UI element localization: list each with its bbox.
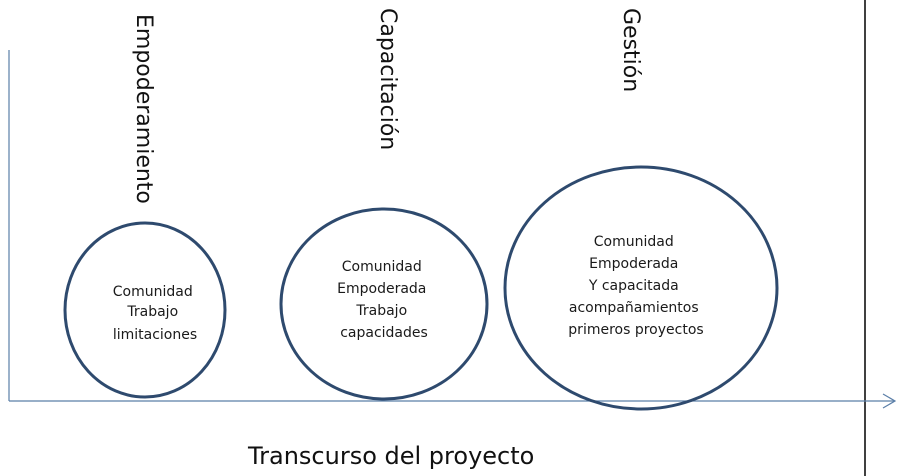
stage-line: Comunidad xyxy=(342,259,422,275)
stage-label-capacitacion: Capacitación xyxy=(375,8,400,150)
stage-line: acompañamientos xyxy=(569,300,699,316)
stage-line: capacidades xyxy=(340,325,428,341)
stage-line: Comunidad xyxy=(594,234,674,250)
stage-label-gestion: Gestión xyxy=(618,8,643,92)
stage-circle-empoderamiento xyxy=(63,221,227,399)
stage-line: Trabajo xyxy=(126,304,178,320)
stage-text-gestion: Comunidad Empoderada Y capacitada acompa… xyxy=(568,234,703,338)
stage-line: Comunidad xyxy=(113,284,193,300)
stage-line: Y capacitada xyxy=(588,278,679,294)
stage-line: Empoderada xyxy=(589,256,678,272)
stage-gestion: Gestión Comunidad Empoderada Y capacitad… xyxy=(503,8,779,411)
stage-circle-capacitacion xyxy=(279,207,489,401)
stage-line: limitaciones xyxy=(113,327,197,343)
stage-text-capacitacion: Comunidad Empoderada Trabajo capacidades xyxy=(337,259,431,341)
stage-text-empoderamiento: Comunidad Trabajo limitaciones xyxy=(113,284,197,343)
stage-line: primeros proyectos xyxy=(568,322,703,338)
stage-empoderamiento: Empoderamiento Comunidad Trabajo limitac… xyxy=(63,14,227,399)
x-axis-label: Transcurso del proyecto xyxy=(247,442,534,470)
stage-circle-gestion xyxy=(503,165,779,411)
stage-line: Empoderada xyxy=(337,281,426,297)
stage-label-empoderamiento: Empoderamiento xyxy=(131,14,156,204)
x-axis-arrowhead xyxy=(882,393,897,409)
stage-capacitacion: Capacitación Comunidad Empoderada Trabaj… xyxy=(279,8,489,401)
stage-line: Trabajo xyxy=(355,303,407,319)
